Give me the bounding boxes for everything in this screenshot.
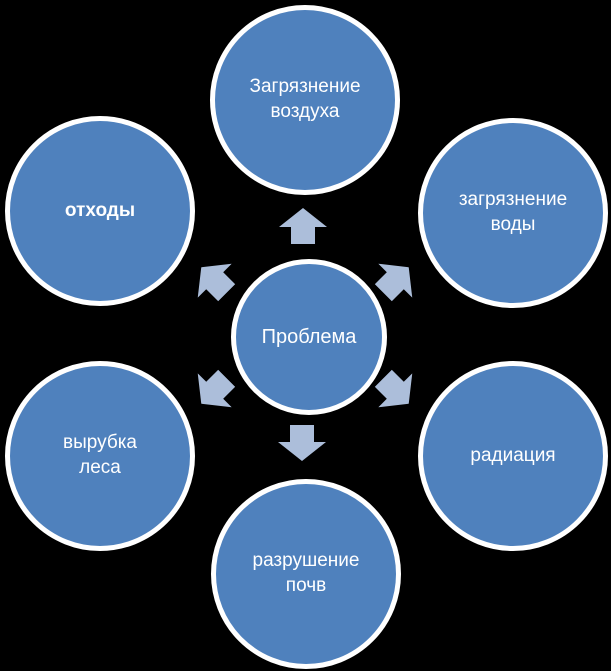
arrow-up-right-icon	[366, 250, 425, 309]
node-radiation-label: радиация	[470, 444, 556, 466]
arrow-down-icon	[278, 425, 326, 461]
node-water-pollution: загрязнение воды	[418, 118, 608, 308]
node-deforestation-label: вырубка леса	[63, 432, 137, 478]
center-node-problem-label: Проблема	[261, 325, 357, 348]
node-waste-label: отходы	[64, 199, 136, 221]
node-deforestation: вырубка леса	[5, 361, 195, 551]
arrow-up-icon	[279, 208, 327, 244]
arrow-down-right-icon	[366, 361, 425, 420]
node-radiation: радиация	[418, 361, 608, 551]
node-waste: отходы	[5, 116, 195, 306]
arrow-up-left-icon	[184, 250, 243, 309]
node-water-pollution-label: загрязнение воды	[458, 189, 568, 235]
node-air-pollution: Загрязнение воздуха	[210, 5, 400, 195]
node-soil-destruction: разрушение почв	[211, 479, 401, 669]
node-air-pollution-label: Загрязнение воздуха	[249, 76, 361, 122]
arrow-down-left-icon	[184, 361, 243, 420]
center-node-problem: Проблема	[231, 259, 387, 415]
node-soil-destruction-label: разрушение почв	[252, 550, 360, 596]
